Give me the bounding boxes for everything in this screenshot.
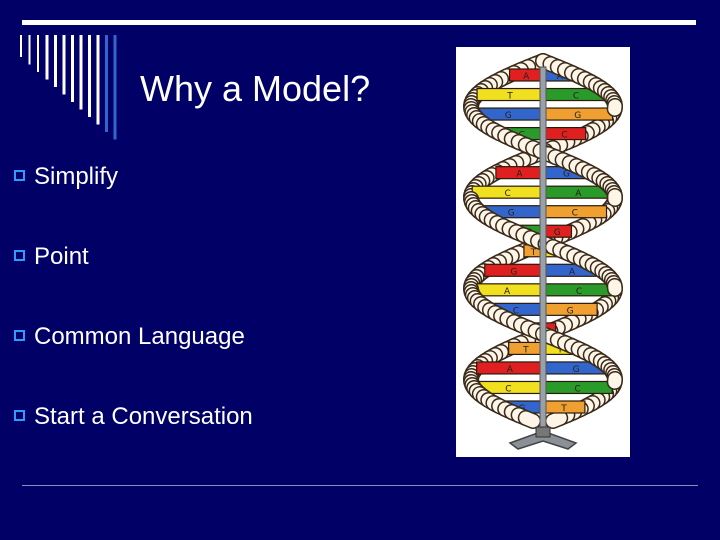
base-letter: C	[505, 384, 511, 394]
decorative-stripes	[20, 35, 117, 140]
base-letter: C	[561, 131, 567, 141]
stripe-line	[45, 35, 49, 80]
stripe-line	[96, 35, 100, 125]
base-letter: C	[573, 92, 579, 102]
slide-title: Why a Model?	[140, 68, 371, 109]
base-letter: G	[563, 170, 570, 180]
base-letter: T	[556, 345, 563, 355]
bottom-rule	[22, 485, 698, 486]
base-letter: T	[522, 345, 529, 355]
top-rule	[22, 20, 696, 25]
base-letter: T	[560, 404, 567, 414]
base-letter: T	[530, 248, 537, 258]
stripe-line	[79, 35, 83, 110]
stripe-line	[20, 35, 22, 57]
base-letter: A	[569, 267, 576, 277]
dna-double-helix-icon: AATCGGCCAGCAGCCGTTGAACCGTTAGCCGT	[463, 53, 623, 450]
bullet-text: Common Language	[34, 323, 245, 350]
stripe-line	[113, 35, 117, 140]
dna-illustration: AATCGGCCAGCAGCCGTTGAACCGTTAGCCGT	[456, 47, 630, 457]
base-letter: C	[513, 306, 519, 316]
bullet-item: Start a Conversation	[14, 400, 253, 480]
base-letter: T	[506, 92, 513, 102]
stand-icon	[508, 66, 578, 450]
bullet-item: Common Language	[14, 320, 253, 400]
base-letter: G	[508, 209, 515, 219]
bullet-list: Simplify Point Common Language Start a C…	[14, 160, 253, 480]
hollow-square-bullet-icon	[14, 410, 25, 421]
bullet-text: Point	[34, 243, 89, 270]
helix-strand-segment	[546, 411, 567, 428]
helix-strand-segment	[519, 411, 540, 428]
stripe-line	[28, 35, 31, 65]
bullet-text: Simplify	[34, 163, 119, 190]
base-letter: A	[507, 365, 514, 375]
bullet-item: Point	[14, 240, 253, 320]
hollow-square-bullet-icon	[14, 170, 25, 181]
base-letter: G	[554, 228, 561, 238]
bullet-item: Simplify	[14, 160, 253, 240]
base-letter: A	[516, 170, 523, 180]
base-letter: A	[504, 287, 511, 297]
hollow-square-bullet-icon	[14, 330, 25, 341]
base-letter: G	[505, 111, 512, 121]
base-letter: A	[575, 189, 582, 199]
stripe-line	[88, 35, 91, 117]
base-letter: A	[523, 72, 530, 82]
stripe-line	[105, 35, 108, 132]
base-letter: G	[574, 111, 581, 121]
stripe-line	[54, 35, 57, 87]
base-letter: G	[510, 267, 517, 277]
stripe-line	[37, 35, 39, 72]
stripe-line	[62, 35, 66, 95]
base-letter: C	[504, 189, 510, 199]
base-letter: C	[572, 209, 578, 219]
stripe-line	[71, 35, 74, 102]
base-letter: C	[574, 384, 580, 394]
hollow-square-bullet-icon	[14, 250, 25, 261]
base-letter: G	[567, 306, 574, 316]
base-letter: C	[576, 287, 582, 297]
base-letter: G	[573, 365, 580, 375]
bullet-text: Start a Conversation	[34, 403, 253, 430]
base-letter: A	[557, 72, 564, 82]
